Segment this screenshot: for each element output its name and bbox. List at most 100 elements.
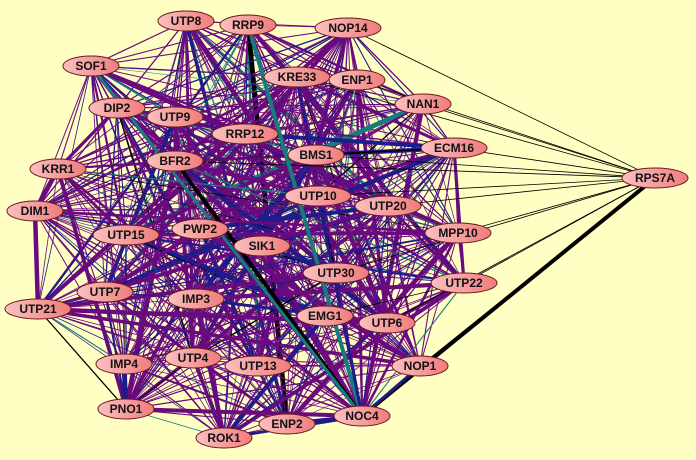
edge-utp30-pno1 xyxy=(125,272,337,410)
node-utp8[interactable]: UTP8 xyxy=(157,10,215,32)
node-utp6[interactable]: UTP6 xyxy=(358,312,416,334)
edge-rps7a-utp6 xyxy=(386,177,656,324)
node-noc4[interactable]: NOC4 xyxy=(333,405,391,427)
node-dip2[interactable]: DIP2 xyxy=(88,97,146,119)
edge-bms1-pno1 xyxy=(125,154,317,410)
edge-sof1-krr1 xyxy=(57,65,92,170)
node-utp20[interactable]: UTP20 xyxy=(354,195,422,217)
edge-utp4-nop1 xyxy=(192,357,421,367)
edge-utp10-utp15 xyxy=(125,195,319,236)
node-ellipse xyxy=(296,305,354,327)
node-nop14[interactable]: NOP14 xyxy=(314,17,382,39)
edge-imp3-nop1 xyxy=(195,298,421,367)
node-nop1[interactable]: NOP1 xyxy=(391,355,449,377)
node-utp30[interactable]: UTP30 xyxy=(302,262,370,284)
edge-krr1-utp21 xyxy=(37,168,59,310)
node-utp9[interactable]: UTP9 xyxy=(146,106,204,128)
edge-nop14-mpp10 xyxy=(347,27,459,234)
node-emg1[interactable]: EMG1 xyxy=(296,305,354,327)
edge-utp4-rok1 xyxy=(191,357,226,439)
node-label: EMG1 xyxy=(308,309,342,323)
edge-dim1-enp2 xyxy=(34,210,288,425)
node-rrp9[interactable]: RRP9 xyxy=(219,14,277,36)
node-utp21[interactable]: UTP21 xyxy=(4,298,72,320)
edge-krr1-utp22 xyxy=(57,168,465,284)
node-label: UTP22 xyxy=(445,276,483,290)
node-rrp12[interactable]: RRP12 xyxy=(211,123,279,145)
node-pno1[interactable]: PNO1 xyxy=(97,398,155,420)
node-ellipse xyxy=(302,262,370,284)
node-label: UTP6 xyxy=(372,316,403,330)
node-ellipse xyxy=(157,10,215,32)
edge-utp20-utp22 xyxy=(387,205,465,284)
edge-imp3-imp4 xyxy=(123,298,197,365)
edge-sof1-noc4 xyxy=(89,65,364,417)
node-label: UTP9 xyxy=(160,110,191,124)
node-label: IMP3 xyxy=(182,292,210,306)
node-rps7a[interactable]: RPS7A xyxy=(621,167,689,189)
edge-nop14-sof1 xyxy=(90,27,349,67)
node-ellipse xyxy=(430,272,498,294)
edge-utp8-kre33 xyxy=(185,20,298,78)
node-krr1[interactable]: KRR1 xyxy=(29,158,87,180)
node-utp15[interactable]: UTP15 xyxy=(92,224,160,246)
edge-imp3-rok1 xyxy=(193,298,227,439)
edge-dim1-imp3 xyxy=(34,210,197,300)
node-label: DIM1 xyxy=(21,204,50,218)
edge-dip2-krr1 xyxy=(56,106,119,171)
node-mpp10[interactable]: MPP10 xyxy=(424,222,492,244)
edge-sof1-nan1 xyxy=(90,65,424,105)
node-label: IMP4 xyxy=(110,357,138,371)
node-ellipse xyxy=(287,144,345,166)
node-label: PNO1 xyxy=(110,402,143,416)
node-label: RRP9 xyxy=(232,18,264,32)
node-sof1[interactable]: SOF1 xyxy=(62,55,120,77)
node-ellipse xyxy=(328,69,386,91)
node-nan1[interactable]: NAN1 xyxy=(394,93,452,115)
node-label: UTP30 xyxy=(317,266,355,280)
edge-rps7a-bfr2 xyxy=(174,160,656,179)
node-utp4[interactable]: UTP4 xyxy=(164,347,222,369)
edge-rrp9-sof1 xyxy=(90,24,249,67)
node-label: KRE33 xyxy=(278,70,317,84)
edge-utp21-pno1 xyxy=(37,308,127,410)
edge-nan1-utp30 xyxy=(335,103,424,274)
node-ellipse xyxy=(4,298,72,320)
edge-ecm16-sik1 xyxy=(261,147,455,247)
node-ellipse xyxy=(258,413,316,435)
node-utp13[interactable]: UTP13 xyxy=(224,355,292,377)
node-dim1[interactable]: DIM1 xyxy=(6,200,64,222)
edge-utp15-utp21 xyxy=(37,234,127,310)
edge-emg1-utp4 xyxy=(192,315,326,359)
edge-dip2-utp30 xyxy=(115,106,338,275)
node-enp2[interactable]: ENP2 xyxy=(258,413,316,435)
node-enp1[interactable]: ENP1 xyxy=(328,69,386,91)
edge-nan1-mpp10 xyxy=(422,103,459,234)
node-pwp2[interactable]: PWP2 xyxy=(171,218,229,240)
node-label: UTP21 xyxy=(19,302,57,316)
node-rok1[interactable]: ROK1 xyxy=(195,427,253,449)
node-kre33[interactable]: KRE33 xyxy=(263,66,331,88)
node-utp10[interactable]: UTP10 xyxy=(284,185,352,207)
node-label: ROK1 xyxy=(207,431,241,445)
node-sik1[interactable]: SIK1 xyxy=(233,235,291,257)
edge-enp1-utp9 xyxy=(174,79,358,118)
node-bfr2[interactable]: BFR2 xyxy=(146,150,204,172)
edge-utp9-ecm16 xyxy=(174,116,455,149)
node-utp7[interactable]: UTP7 xyxy=(76,281,134,303)
node-utp22[interactable]: UTP22 xyxy=(430,272,498,294)
edge-mpp10-rok1 xyxy=(223,232,459,439)
node-ellipse xyxy=(394,93,452,115)
edge-bms1-utp6 xyxy=(313,154,390,324)
node-label: MPP10 xyxy=(438,226,478,240)
node-label: UTP7 xyxy=(90,285,121,299)
edge-rps7a-kre33 xyxy=(296,76,656,179)
node-label: UTP8 xyxy=(171,14,202,28)
node-imp3[interactable]: IMP3 xyxy=(167,288,225,310)
node-bms1[interactable]: BMS1 xyxy=(287,144,345,166)
node-label: RRP12 xyxy=(226,127,265,141)
edge-utp9-dim1 xyxy=(34,116,176,212)
node-imp4[interactable]: IMP4 xyxy=(95,353,153,375)
node-ecm16[interactable]: ECM16 xyxy=(420,137,488,159)
